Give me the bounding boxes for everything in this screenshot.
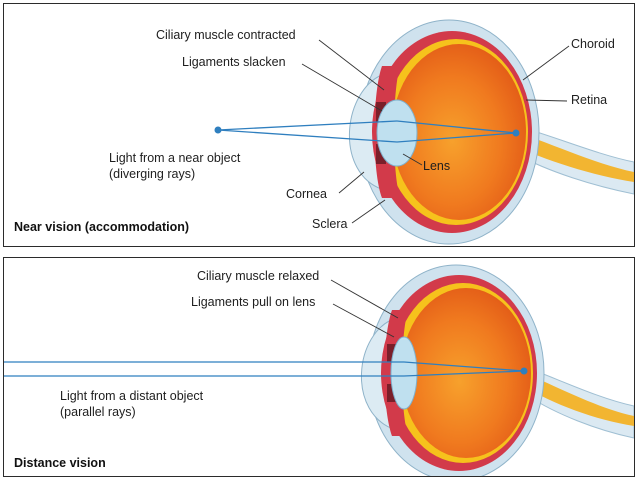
near-eye-diagram (214, 19, 634, 245)
optic-nerve (522, 372, 634, 426)
light-source-label: Light from a distant object (60, 389, 204, 403)
iris-lower (387, 384, 396, 402)
parallel-rays (4, 361, 525, 377)
focal-point (520, 367, 528, 375)
light-source-sublabel: (parallel rays) (60, 405, 136, 419)
vitreous-body (392, 44, 526, 220)
leader-lines (330, 279, 399, 338)
near-vision-title: Near vision (accommodation) (14, 220, 190, 234)
near-vision-panel: Ciliary muscle contracted Ligaments slac… (3, 3, 635, 247)
distance-vision-title: Distance vision (14, 456, 106, 470)
sclera-label: Sclera (312, 217, 348, 231)
cornea-label: Cornea (286, 187, 327, 201)
distance-vision-panel: Ciliary muscle relaxed Ligaments pull on… (3, 257, 635, 477)
lens (376, 99, 418, 167)
ligaments-label: Ligaments slacken (182, 55, 286, 69)
ciliary-muscle-label: Ciliary muscle contracted (156, 28, 296, 42)
choroid-label: Choroid (571, 37, 615, 51)
lens-label: Lens (423, 159, 451, 173)
near-object-point (214, 126, 222, 134)
focal-point (512, 129, 520, 137)
leader-lines (301, 39, 570, 224)
iris-upper (387, 344, 396, 362)
ciliary-muscle-label: Ciliary muscle relaxed (197, 269, 320, 283)
lens (390, 336, 418, 410)
distance-eye-diagram (4, 264, 634, 476)
retina-label: Retina (571, 93, 608, 107)
light-source-label: Light from a near object (109, 151, 241, 165)
light-source-sublabel: (diverging rays) (109, 167, 196, 181)
ligaments-label: Ligaments pull on lens (191, 295, 316, 309)
optic-nerve (509, 130, 634, 182)
diverging-rays (217, 120, 517, 143)
